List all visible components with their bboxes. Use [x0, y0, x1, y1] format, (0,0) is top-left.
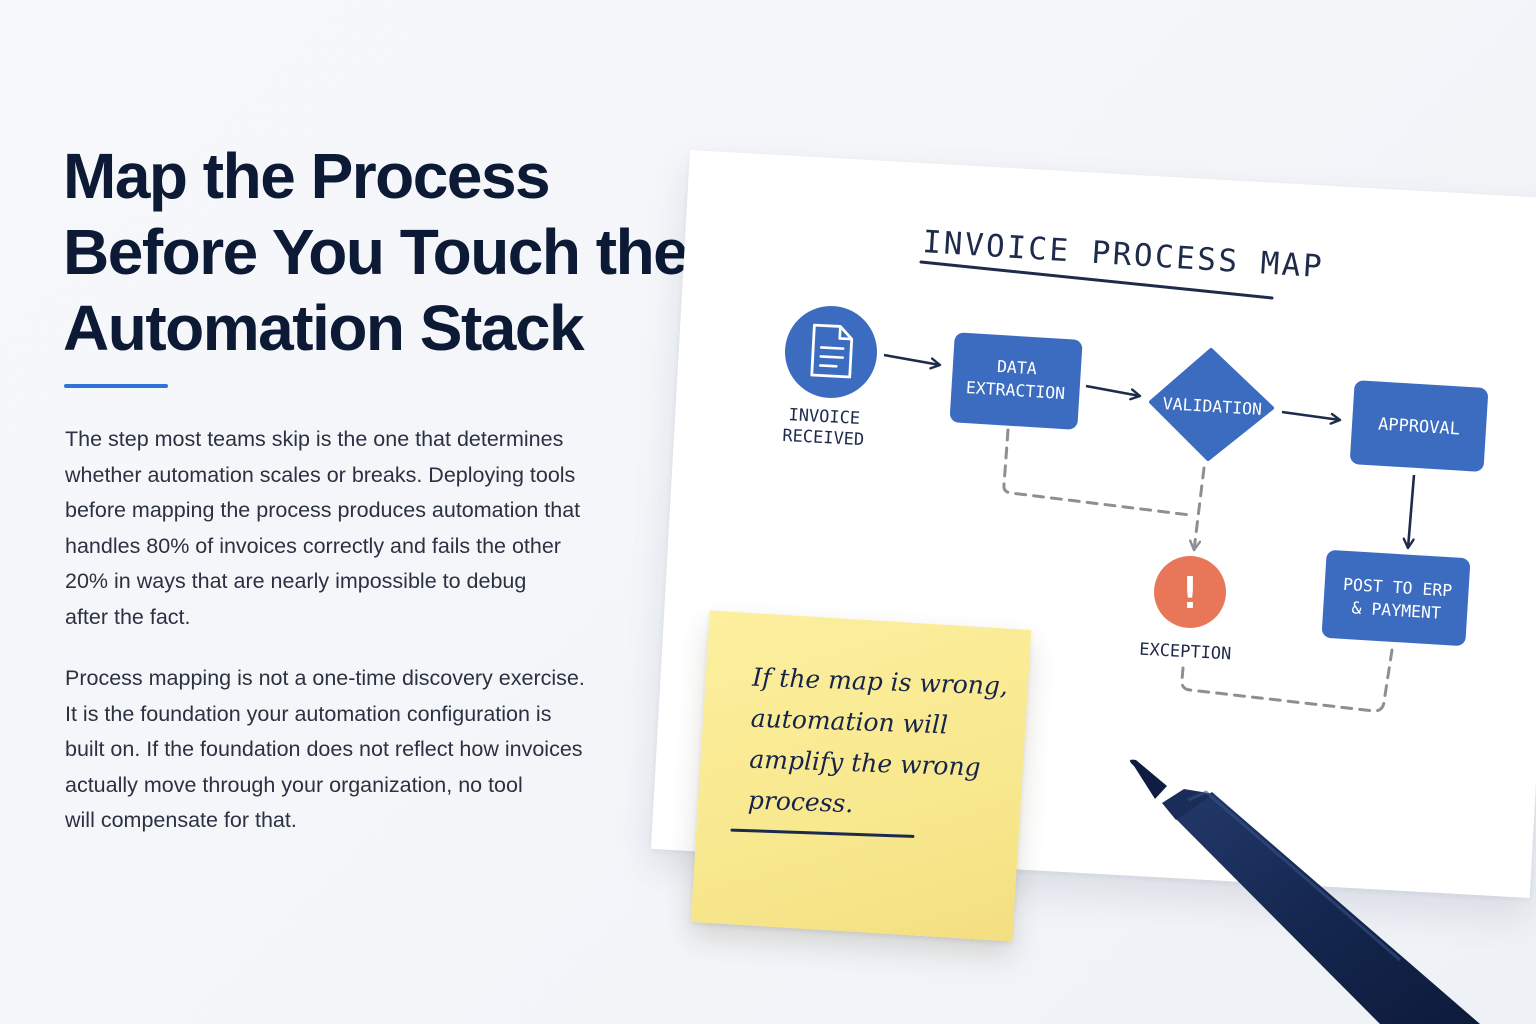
node-approval: APPROVAL	[1350, 380, 1488, 472]
node-exception: ! EXCEPTION	[1139, 556, 1232, 664]
paragraph-2-line: will compensate for that.	[65, 808, 297, 833]
dashed-path-extraction-to-exception	[1002, 428, 1192, 517]
headline-line-1: Map the Process	[63, 140, 551, 212]
diagram-title: INVOICE PROCESS MAP	[921, 224, 1325, 285]
paragraph-1-line: after the fact.	[65, 604, 191, 629]
headline-line-2: Before You Touch the	[63, 216, 689, 288]
arrow-extraction-to-validation	[1085, 384, 1140, 396]
paragraph-1-line: before mapping the process produces auto…	[65, 498, 581, 523]
body-paragraph-1: The step most teams skip is the one that…	[65, 422, 605, 636]
label-data-extraction-1: DATA	[996, 357, 1037, 378]
accent-rule	[64, 384, 168, 388]
exclamation-icon: !	[1177, 568, 1204, 619]
paragraph-2-line: Process mapping is not a one-time discov…	[65, 666, 585, 690]
dashed-path-erp-to-exception	[1180, 648, 1394, 713]
node-invoice-received: INVOICE RECEIVED	[782, 306, 877, 450]
sticky-note-text: If the map is wrong, automation will amp…	[747, 657, 1015, 830]
headline: Map the Process Before You Touch the Aut…	[63, 138, 703, 366]
paragraph-1-line: The step most teams skip is the one that…	[65, 427, 564, 451]
paragraph-2-line: built on. If the foundation does not ref…	[65, 737, 583, 762]
arrow-approval-to-erp	[1408, 474, 1416, 548]
label-exception: EXCEPTION	[1139, 640, 1232, 665]
paragraph-1-line: whether automation scales or breaks. Dep…	[65, 462, 576, 487]
diagram-title-underline	[919, 260, 1274, 300]
paragraph-2-line: It is the foundation your automation con…	[65, 701, 552, 726]
headline-line-3: Automation Stack	[63, 292, 585, 364]
node-validation: VALIDATION	[1149, 348, 1274, 461]
sticky-note: If the map is wrong, automation will amp…	[690, 610, 1032, 942]
node-post-to-erp: POST TO ERP & PAYMENT	[1321, 550, 1471, 646]
paragraph-2-line: actually move through your organization,…	[65, 772, 523, 797]
label-invoice-received-1: INVOICE	[788, 405, 861, 429]
paragraph-1-line: handles 80% of invoices correctly and fa…	[65, 533, 561, 558]
arrow-received-to-extraction	[883, 353, 940, 365]
document-icon	[810, 323, 854, 379]
arrow-validation-to-approval	[1281, 410, 1340, 420]
paragraph-1-line: 20% in ways that are nearly impossible t…	[65, 569, 527, 594]
label-approval: APPROVAL	[1378, 415, 1461, 440]
sticky-note-underline	[730, 828, 915, 838]
dashed-path-validation-to-exception	[1194, 466, 1206, 552]
node-data-extraction: DATA EXTRACTION	[949, 332, 1083, 430]
body-paragraph-2: Process mapping is not a one-time discov…	[65, 661, 605, 839]
label-invoice-received-2: RECEIVED	[782, 426, 865, 450]
